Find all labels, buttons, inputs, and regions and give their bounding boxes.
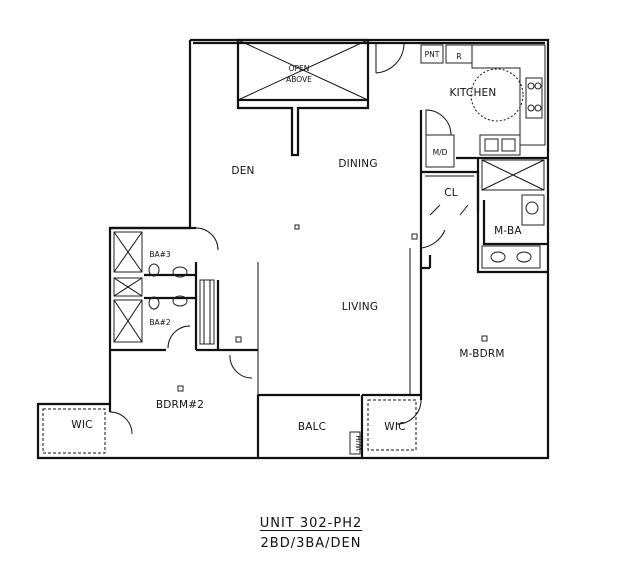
mw-label: M/D [433,148,448,157]
left-baths: BA#3 BA#2 [110,226,219,349]
left-wic: WIC [42,404,133,454]
unit-type: 2BD/3BA/DEN [260,536,362,551]
closet-label: CL [444,187,458,199]
kitchen-label: KITCHEN [450,87,497,99]
left-wic-label: WIC [71,419,92,431]
right-wic: WIC W/H [349,393,422,458]
floor-plan: OPEN ABOVE PNT R KITCHEN M/D CL [36,38,550,460]
master-bedroom-walls: M-BDRM [419,229,504,400]
unit-name: UNIT 302-PH2 [259,516,363,531]
den-label: DEN [231,165,254,177]
living-dining: DINING DEN LIVING [231,158,418,395]
wh-label: W/H [355,435,364,451]
living-label: LIVING [342,301,378,313]
master-bath: M-BA [476,158,548,274]
bath2-label: BA#2 [149,318,171,327]
bath3-label: BA#3 [149,250,171,259]
closet: CL [421,170,480,216]
open-above-area: OPEN ABOVE [236,38,370,157]
bedroom2: BDRM#2 [110,336,259,411]
master-bath-label: M-BA [494,225,522,237]
unit-caption: UNIT 302-PH2 [0,516,622,531]
kitchen-area: PNT R KITCHEN [420,44,548,160]
pantry-label: PNT [425,50,440,59]
balcony-label: BALC [298,421,326,433]
mw-cabinet: M/D [419,109,455,248]
entry-door [375,43,405,74]
right-wic-label: WIC [384,421,405,433]
open-above-label-1: OPEN [289,64,310,73]
bedroom2-label: BDRM#2 [156,399,204,411]
balcony: BALC [256,393,360,458]
fridge-label: R [456,52,461,61]
open-above-label-2: ABOVE [286,75,312,84]
dining-label: DINING [338,158,377,170]
hall-closets [194,262,220,350]
master-bedroom-label: M-BDRM [459,348,504,360]
outlet-markers [481,335,488,342]
